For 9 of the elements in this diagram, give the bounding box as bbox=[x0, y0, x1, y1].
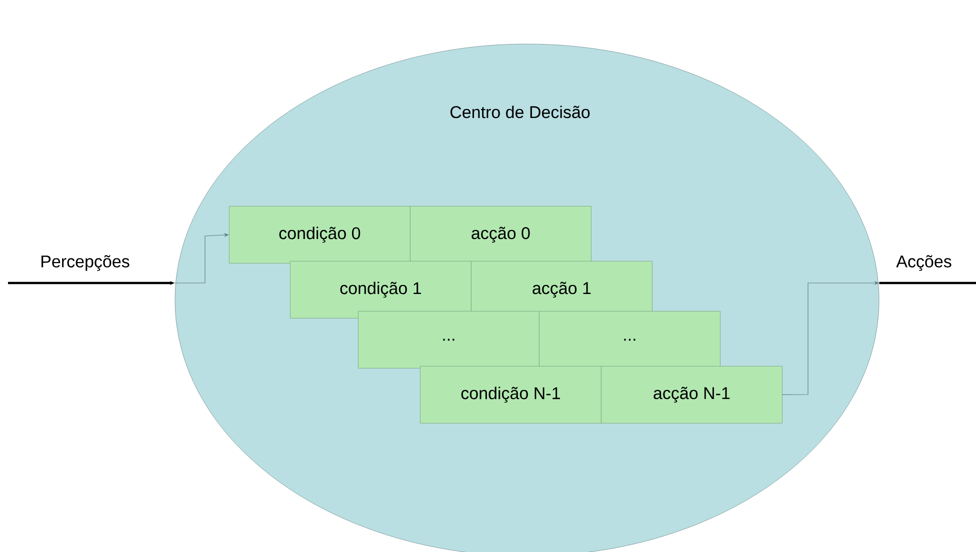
condition-cell: condição N-1 bbox=[420, 366, 602, 424]
condition-cell: ... bbox=[358, 311, 540, 368]
action-cell: ... bbox=[539, 311, 720, 368]
action-cell: acção 0 bbox=[410, 206, 592, 264]
edge-label: Acções bbox=[896, 255, 952, 271]
edge-label: Percepções bbox=[42, 255, 130, 271]
condition-cell: condição 1 bbox=[290, 261, 472, 318]
action-cell: acção N-1 bbox=[601, 366, 782, 424]
condition-cell: condição 0 bbox=[229, 206, 410, 264]
